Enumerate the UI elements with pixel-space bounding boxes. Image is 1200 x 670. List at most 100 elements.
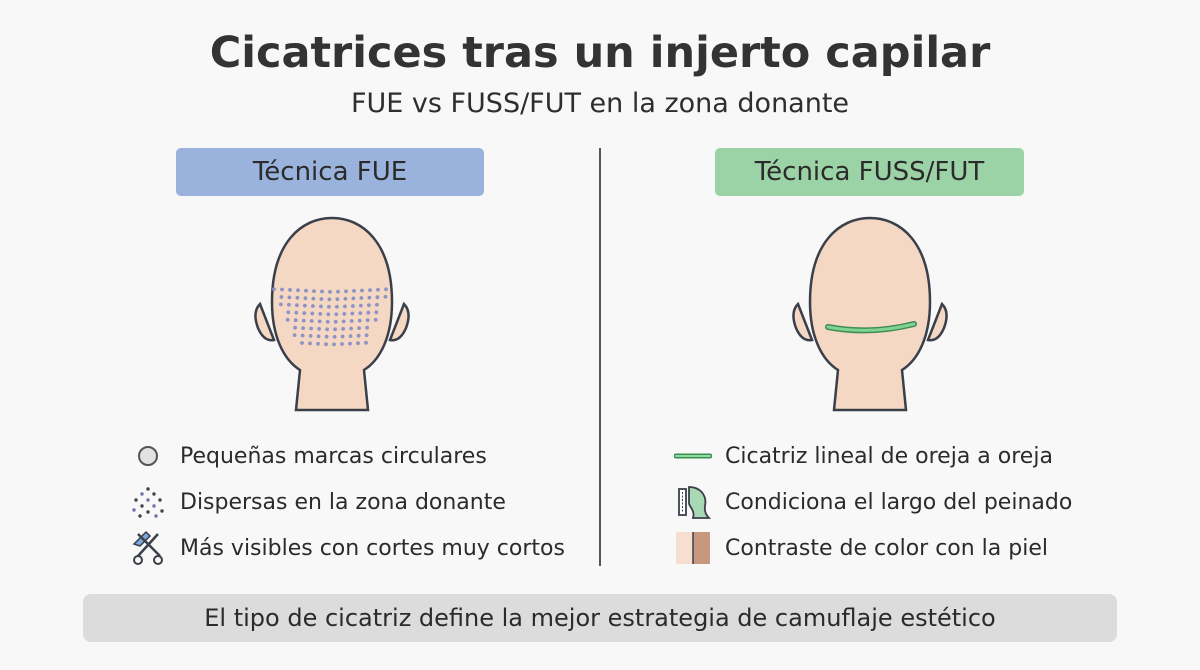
fue-scar-dot <box>324 342 328 347</box>
fue-scar-dot <box>287 295 292 300</box>
fue-scar-dot <box>304 288 308 293</box>
fue-scar-dot <box>302 311 307 315</box>
fue-scar-dot <box>360 288 364 293</box>
fue-scar-dot <box>335 297 340 302</box>
fue-scar-dot <box>333 327 337 332</box>
list-item: Condiciona el largo del peinado <box>673 479 1072 525</box>
fue-scar-dot <box>320 289 324 294</box>
fue-label-box: Técnica FUE <box>176 148 484 196</box>
fue-scar-dot <box>295 295 300 300</box>
fue-scar-dot <box>309 326 313 331</box>
fue-scar-dot <box>319 304 323 309</box>
linear-scar-icon <box>673 436 713 476</box>
fut-head-illustration <box>792 216 948 412</box>
fue-scar-dot <box>356 333 361 338</box>
fue-scar-dot <box>295 303 299 308</box>
fue-scar-dot <box>318 312 323 316</box>
list-item: Cicatriz lineal de oreja a oreja <box>673 433 1072 479</box>
fue-scar-dot <box>303 303 307 308</box>
fut-label-box: Técnica FUSS/FUT <box>715 148 1024 196</box>
scattered-dots-icon <box>128 482 168 522</box>
fue-scar-dot <box>310 311 315 316</box>
fue-scar-dot <box>327 297 332 302</box>
column-divider <box>599 148 601 566</box>
comb-hair-icon <box>673 482 713 522</box>
fue-scar-dot <box>357 318 362 323</box>
fue-scar-dot <box>364 333 369 338</box>
fue-scar-dot <box>341 319 346 324</box>
fue-scar-dot <box>364 340 368 345</box>
fue-feature-list: Pequeñas marcas circulares Dispersas en … <box>128 433 565 571</box>
fue-scar-dot <box>349 326 353 331</box>
fue-scar-dot <box>311 296 316 301</box>
fue-scar-dot <box>317 319 322 324</box>
fue-scar-dot <box>326 312 331 317</box>
fue-scar-dot <box>280 287 284 292</box>
fue-scar-dot <box>344 289 348 294</box>
fue-scar-dot <box>365 318 370 323</box>
fue-scar-dot <box>296 288 300 293</box>
fut-item-label: Condiciona el largo del peinado <box>725 489 1073 515</box>
fut-item-label: Cicatriz lineal de oreja a oreja <box>725 443 1053 469</box>
fue-scar-dot <box>300 333 305 338</box>
fue-scar-dot <box>325 319 330 324</box>
list-item: Pequeñas marcas circulares <box>128 433 565 479</box>
fue-scar-dot <box>367 303 371 308</box>
fue-scar-dot <box>368 288 372 292</box>
fue-scar-dot <box>374 310 379 315</box>
page-title: Cicatrices tras un injerto capilar <box>209 28 991 78</box>
list-item: Dispersas en la zona donante <box>128 479 565 525</box>
list-item: Más visibles con cortes muy cortos <box>128 525 565 571</box>
circle-mark-icon <box>128 436 168 476</box>
fue-scar-dot <box>300 341 304 345</box>
fue-scar-dot <box>312 289 316 293</box>
fue-scar-dot <box>285 317 290 322</box>
fue-scar-dot <box>367 295 372 300</box>
fue-scar-dot <box>376 287 380 292</box>
footer-summary-bar: El tipo de cicatriz define la mejor estr… <box>83 594 1117 642</box>
fue-scar-dot <box>383 294 388 299</box>
fue-scar-dot <box>286 310 291 315</box>
fue-scar-dot <box>375 295 380 300</box>
fue-scar-dot <box>288 288 292 292</box>
fue-scar-dot <box>384 287 388 292</box>
fue-scar-dot <box>308 334 313 338</box>
scissors-comb-icon <box>128 528 168 568</box>
fue-scar-dot <box>309 319 314 323</box>
fue-scar-dot <box>340 334 345 339</box>
fue-scar-dot <box>375 302 379 307</box>
fue-scar-dot <box>279 295 284 299</box>
fue-scar-dot <box>351 296 356 301</box>
fue-scar-dot <box>319 297 324 301</box>
fue-scar-dot <box>335 304 339 309</box>
fue-scar-dot <box>340 342 344 346</box>
fue-scar-dot <box>332 335 337 339</box>
fue-scar-dot <box>334 312 339 317</box>
fue-scar-dot <box>332 342 336 347</box>
fue-scar-dot <box>351 304 355 308</box>
fue-scar-dot <box>325 327 329 332</box>
fue-scar-dots <box>272 287 388 347</box>
skin-contrast-icon <box>673 528 713 568</box>
fue-scar-dot <box>359 303 363 308</box>
fue-scar-dot <box>342 312 347 316</box>
fue-scar-dot <box>293 318 298 323</box>
fue-scar-dot <box>357 326 361 330</box>
fue-scar-dot <box>356 341 360 346</box>
fue-scar-dot <box>348 341 352 346</box>
fue-scar-dot <box>341 327 345 331</box>
fue-scar-dot <box>328 290 332 294</box>
fue-scar-dot <box>301 326 305 330</box>
fue-scar-dot <box>349 319 354 323</box>
fue-scar-dot <box>294 310 299 315</box>
fue-scar-dot <box>348 334 353 338</box>
fut-item-label: Contraste de color con la piel <box>725 535 1048 561</box>
fue-scar-dot <box>279 302 283 307</box>
fue-scar-dot <box>343 304 347 309</box>
fue-scar-dot <box>327 304 331 309</box>
fue-scar-dot <box>365 325 369 330</box>
fue-scar-dot <box>333 319 338 324</box>
fue-item-label: Dispersas en la zona donante <box>180 489 506 515</box>
fut-feature-list: Cicatriz lineal de oreja a oreja Condici… <box>673 433 1072 571</box>
fue-scar-dot <box>316 341 320 346</box>
